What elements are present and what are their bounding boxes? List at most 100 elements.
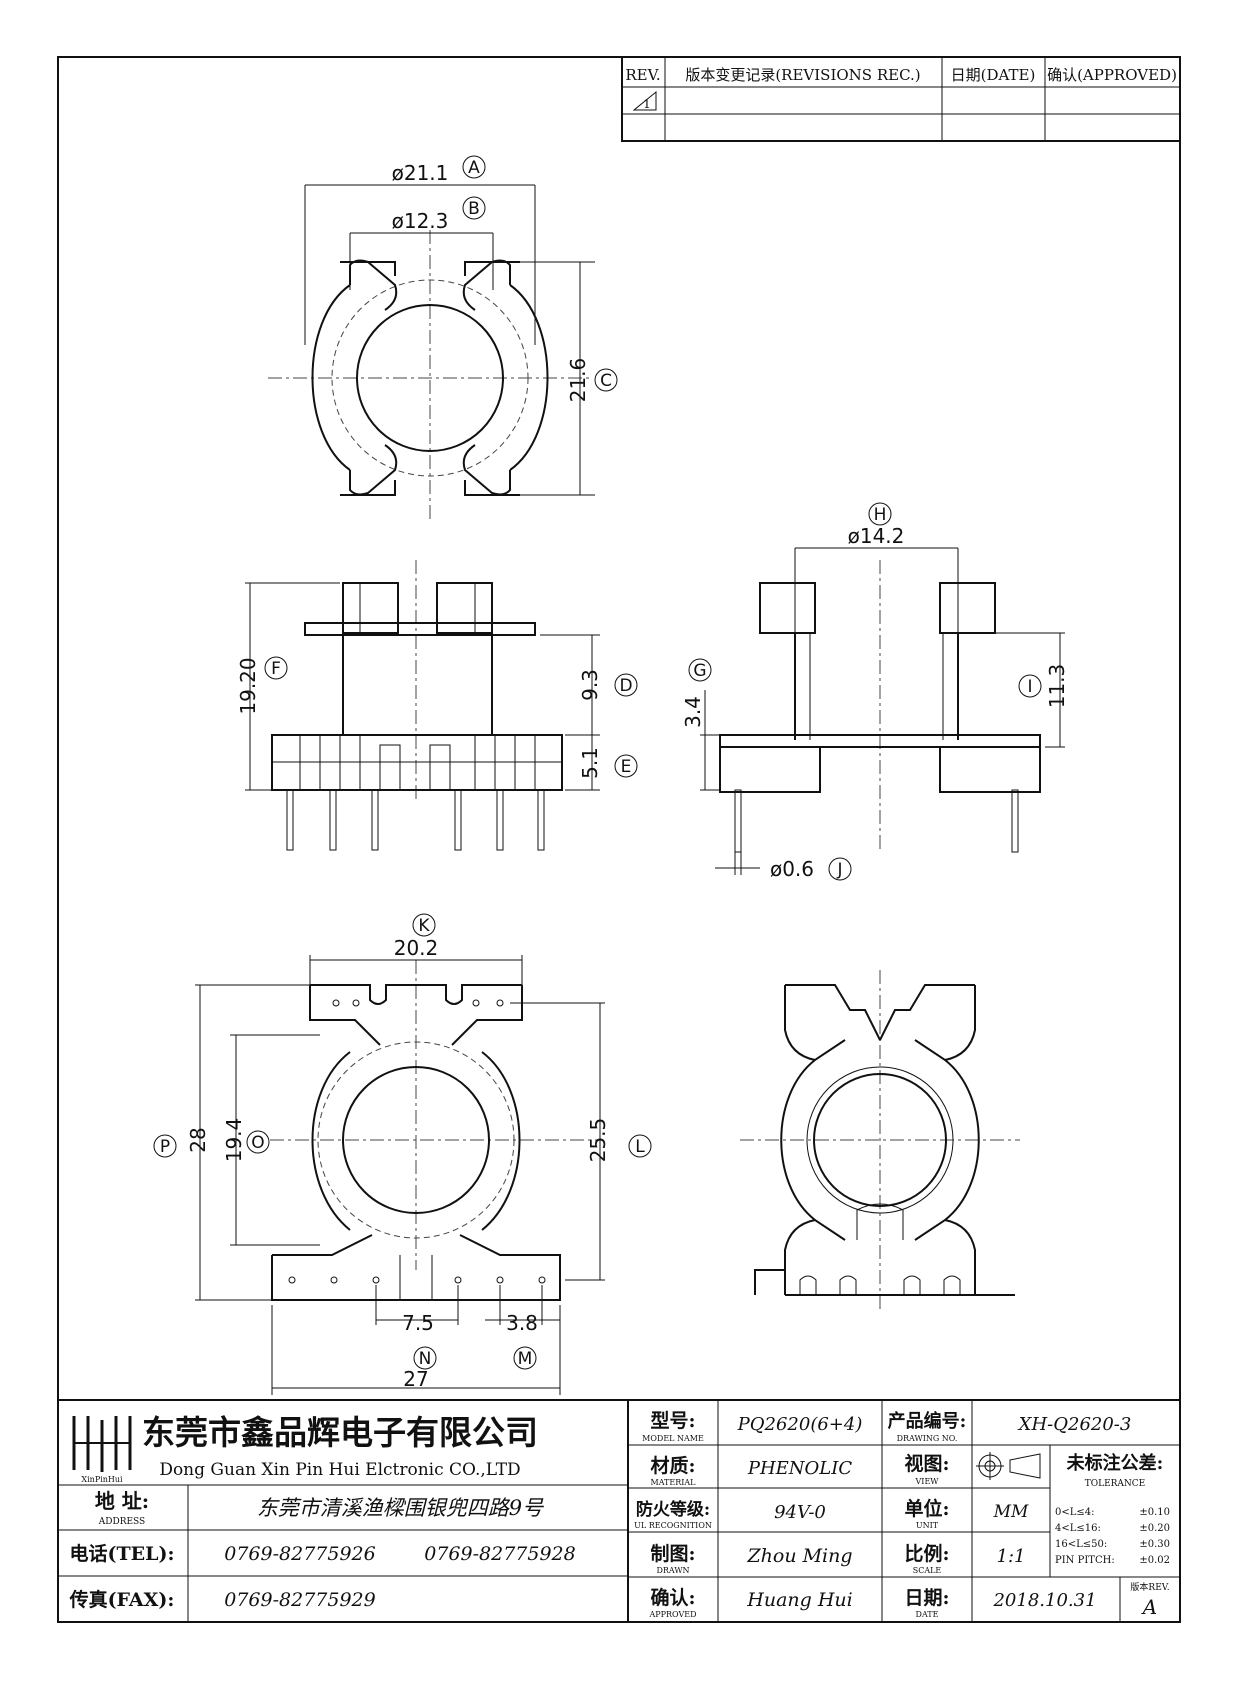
material-label-en: MATERIAL [651, 1478, 697, 1487]
view-label-en: VIEW [915, 1477, 940, 1486]
tolerance-value-1: ±0.10 [1139, 1507, 1170, 1518]
approved-label-en: APPROVED [648, 1610, 696, 1619]
side-view-right: ø14.2 H 3.4 G 11.3 I ø0.6 J [681, 502, 1069, 881]
company-name-en: Dong Guan Xin Pin Hui Elctronic CO.,LTD [159, 1460, 520, 1480]
rev-value: A [1141, 1595, 1157, 1619]
model-value: PQ2620(6+4) [737, 1414, 863, 1435]
tolerance-value-3: ±0.30 [1139, 1539, 1170, 1550]
tolerance-range-4: PIN PITCH: [1055, 1555, 1115, 1566]
callout-l: L [635, 1137, 645, 1157]
tolerance-label-en: TOLERANCE [1085, 1479, 1146, 1489]
drawing-no-label-en: DRAWING NO. [897, 1434, 958, 1443]
pin-holes [288, 999, 546, 1284]
unit-value: MM [993, 1502, 1029, 1522]
rev-header: REV. [625, 66, 660, 84]
material-label: 材质: [650, 1454, 695, 1477]
revisions-header: 版本变更记录(REVISIONS REC.) [685, 66, 920, 84]
tolerance-range-2: 4<L≤16: [1055, 1523, 1101, 1534]
date-label: 日期: [904, 1587, 949, 1609]
material-value: PHENOLIC [747, 1458, 853, 1479]
dim-c: 21.6 [566, 358, 590, 403]
approved-label: 确认: [650, 1586, 695, 1609]
callout-o: O [251, 1133, 264, 1153]
tel-1: 0769-82775926 [224, 1543, 375, 1565]
dim-o: 19.4 [222, 1118, 246, 1163]
bottom-view-left: 20.2 K 28 P 19.4 O 25.5 L 7.5 N 3.8 M [153, 913, 652, 1395]
callout-c: C [600, 371, 612, 391]
dim-i: 11.3 [1045, 664, 1069, 709]
scale-value: 1:1 [997, 1546, 1026, 1567]
pins-left [286, 789, 545, 851]
rev-label: 版本REV. [1130, 1581, 1169, 1593]
tel-2: 0769-82775928 [424, 1543, 575, 1565]
bottom-view-right [740, 970, 1020, 1310]
dim-n: 7.5 [402, 1311, 434, 1335]
dim-bottom: 27 [403, 1367, 428, 1391]
tolerance-table: 0<L≤4: ±0.10 4<L≤16: ±0.20 16<L≤50: ±0.3… [1055, 1507, 1170, 1566]
drawing-no-value: XH-Q2620-3 [1017, 1414, 1132, 1435]
side-view-left: 19.20 F 9.3 D 5.1 E [236, 560, 638, 851]
dim-h: ø14.2 [848, 524, 905, 548]
dim-m: 3.8 [506, 1311, 538, 1335]
dim-e: 5.1 [578, 747, 602, 779]
callout-n: N [419, 1349, 432, 1369]
revision-triangle-icon: 1 [632, 90, 657, 111]
fire-rating-value: 94V-0 [774, 1502, 826, 1523]
unit-label: 单位: [904, 1497, 949, 1520]
fax-value: 0769-82775929 [224, 1589, 375, 1611]
dim-f: 19.20 [236, 657, 260, 714]
model-label-en: MODEL NAME [642, 1434, 704, 1443]
tolerance-label: 未标注公差: [1067, 1452, 1164, 1474]
projection-symbol-icon [976, 1452, 1041, 1480]
scale-label: 比例: [904, 1542, 949, 1565]
address-label-en: ADDRESS [98, 1517, 145, 1527]
logo-text: XinPinHui [81, 1475, 123, 1484]
model-label: 型号: [650, 1409, 695, 1432]
drawn-label-en: DRAWN [656, 1566, 689, 1575]
date-label-en: DATE [916, 1610, 939, 1619]
callout-d: D [619, 676, 632, 696]
drawing-no-label: 产品编号: [888, 1410, 967, 1432]
callout-i: I [1027, 677, 1032, 697]
dim-j: ø0.6 [770, 857, 814, 881]
approved-value: Huang Hui [746, 1589, 852, 1611]
callout-p: P [160, 1137, 170, 1157]
dim-p: 28 [186, 1127, 210, 1152]
callout-m: M [518, 1349, 533, 1369]
tolerance-range-1: 0<L≤4: [1055, 1507, 1095, 1518]
callout-k: K [418, 916, 430, 936]
callout-b: B [468, 199, 480, 219]
tel-label: 电话(TEL): [70, 1542, 175, 1565]
dim-k: 20.2 [394, 936, 439, 960]
scale-label-en: SCALE [913, 1566, 942, 1575]
company-name-cn: 东莞市鑫品辉电子有限公司 [142, 1413, 538, 1452]
dim-g: 3.4 [681, 696, 705, 728]
address-value: 东莞市清溪渔樑围银兜四路9号 [257, 1496, 544, 1520]
fire-rating-label: 防火等级: [636, 1499, 710, 1520]
dim-d: 9.3 [578, 669, 602, 701]
revision-table: REV. 版本变更记录(REVISIONS REC.) 日期(DATE) 确认(… [621, 56, 1181, 142]
dim-a: ø21.1 [392, 161, 449, 185]
dim-l: 25.5 [586, 1118, 610, 1163]
dim-b: ø12.3 [392, 209, 449, 233]
callout-j: J [836, 860, 842, 880]
drawn-label: 制图: [650, 1542, 695, 1565]
fax-label: 传真(FAX): [69, 1588, 175, 1611]
callout-e: E [621, 757, 632, 777]
tolerance-value-2: ±0.20 [1139, 1523, 1170, 1534]
top-view: ø21.1 A ø12.3 B 21.6 C [268, 155, 618, 520]
date-header: 日期(DATE) [951, 66, 1036, 84]
fire-rating-label-en: UL RECOGNITION [634, 1521, 712, 1530]
unit-label-en: UNIT [916, 1521, 939, 1530]
drawn-value: Zhou Ming [746, 1545, 852, 1567]
tolerance-range-3: 16<L≤50: [1055, 1539, 1107, 1550]
date-value: 2018.10.31 [992, 1590, 1096, 1611]
callout-a: A [468, 158, 480, 178]
callout-f: F [271, 659, 281, 679]
revision-number: 1 [643, 97, 651, 111]
callout-g: G [693, 661, 706, 681]
tolerance-value-4: ±0.02 [1139, 1555, 1170, 1566]
pin-slots [799, 1275, 961, 1295]
view-label: 视图: [904, 1452, 949, 1475]
